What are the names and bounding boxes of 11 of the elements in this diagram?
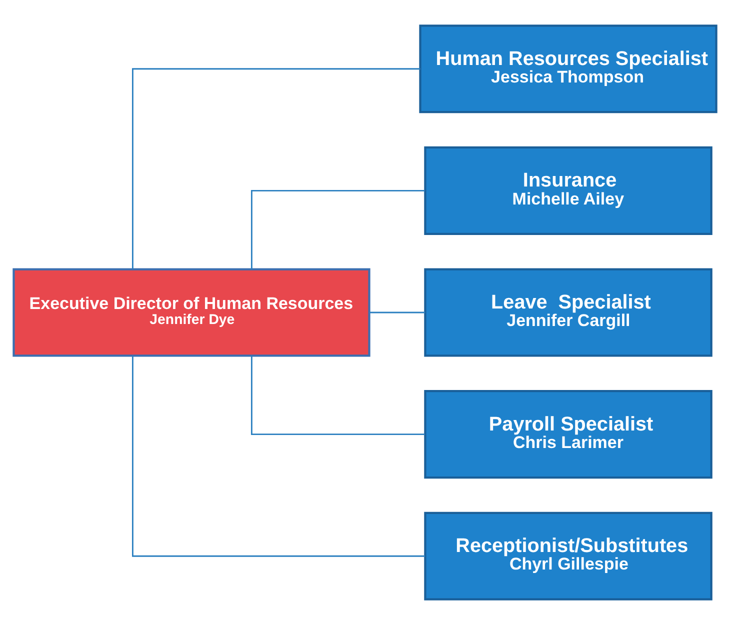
node-box: Human Resources Specialist Jessica Thompson [419,24,718,114]
node-box: Receptionist/Substitutes Chyrl Gillespie [424,512,712,600]
connector [369,312,426,314]
connector [132,68,420,269]
node-box: Executive Director of Human Resources Jennifer Dye [12,268,370,357]
connector [250,356,425,436]
connector [132,356,426,557]
connector [250,190,425,270]
node-box: Payroll Specialist Chris Larimer [424,390,712,479]
node-box: Leave Specialist Jennifer Cargill [424,268,712,357]
node-box: Insurance Michelle Ailey [424,146,712,235]
